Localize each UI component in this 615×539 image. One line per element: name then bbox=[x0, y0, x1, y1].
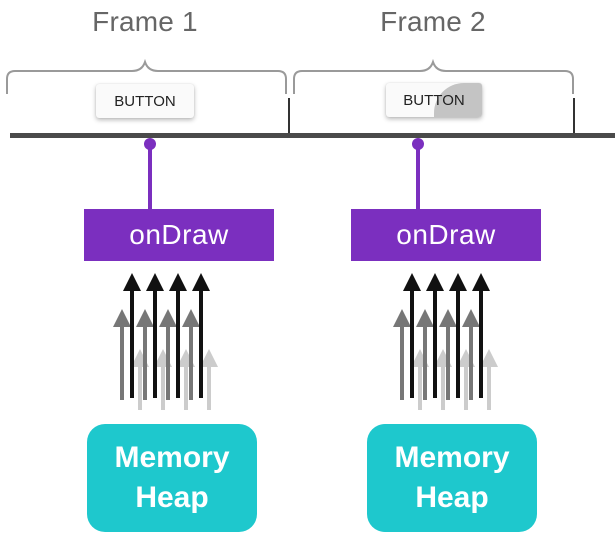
frame-label: Frame 2 bbox=[380, 6, 486, 37]
memory-heap-box: Memory Heap bbox=[87, 424, 257, 532]
connector-dot bbox=[144, 138, 156, 150]
allocation-arrows bbox=[393, 273, 498, 410]
frame2-brace bbox=[293, 58, 574, 94]
ondraw-box: onDraw bbox=[351, 209, 541, 261]
memory-heap-box: Memory Heap bbox=[367, 424, 537, 532]
button-label: BUTTON bbox=[403, 91, 465, 109]
ondraw-box: onDraw bbox=[84, 209, 274, 261]
timeline-bar bbox=[10, 133, 615, 138]
frame2-button[interactable]: BUTTON bbox=[386, 83, 482, 117]
frame1-brace bbox=[6, 58, 287, 94]
connector-dot bbox=[412, 138, 424, 150]
frame1-button[interactable]: BUTTON bbox=[96, 84, 194, 118]
button-label: BUTTON bbox=[114, 92, 176, 110]
frame-label: Frame 1 bbox=[92, 6, 198, 37]
allocation-arrows bbox=[113, 273, 218, 410]
